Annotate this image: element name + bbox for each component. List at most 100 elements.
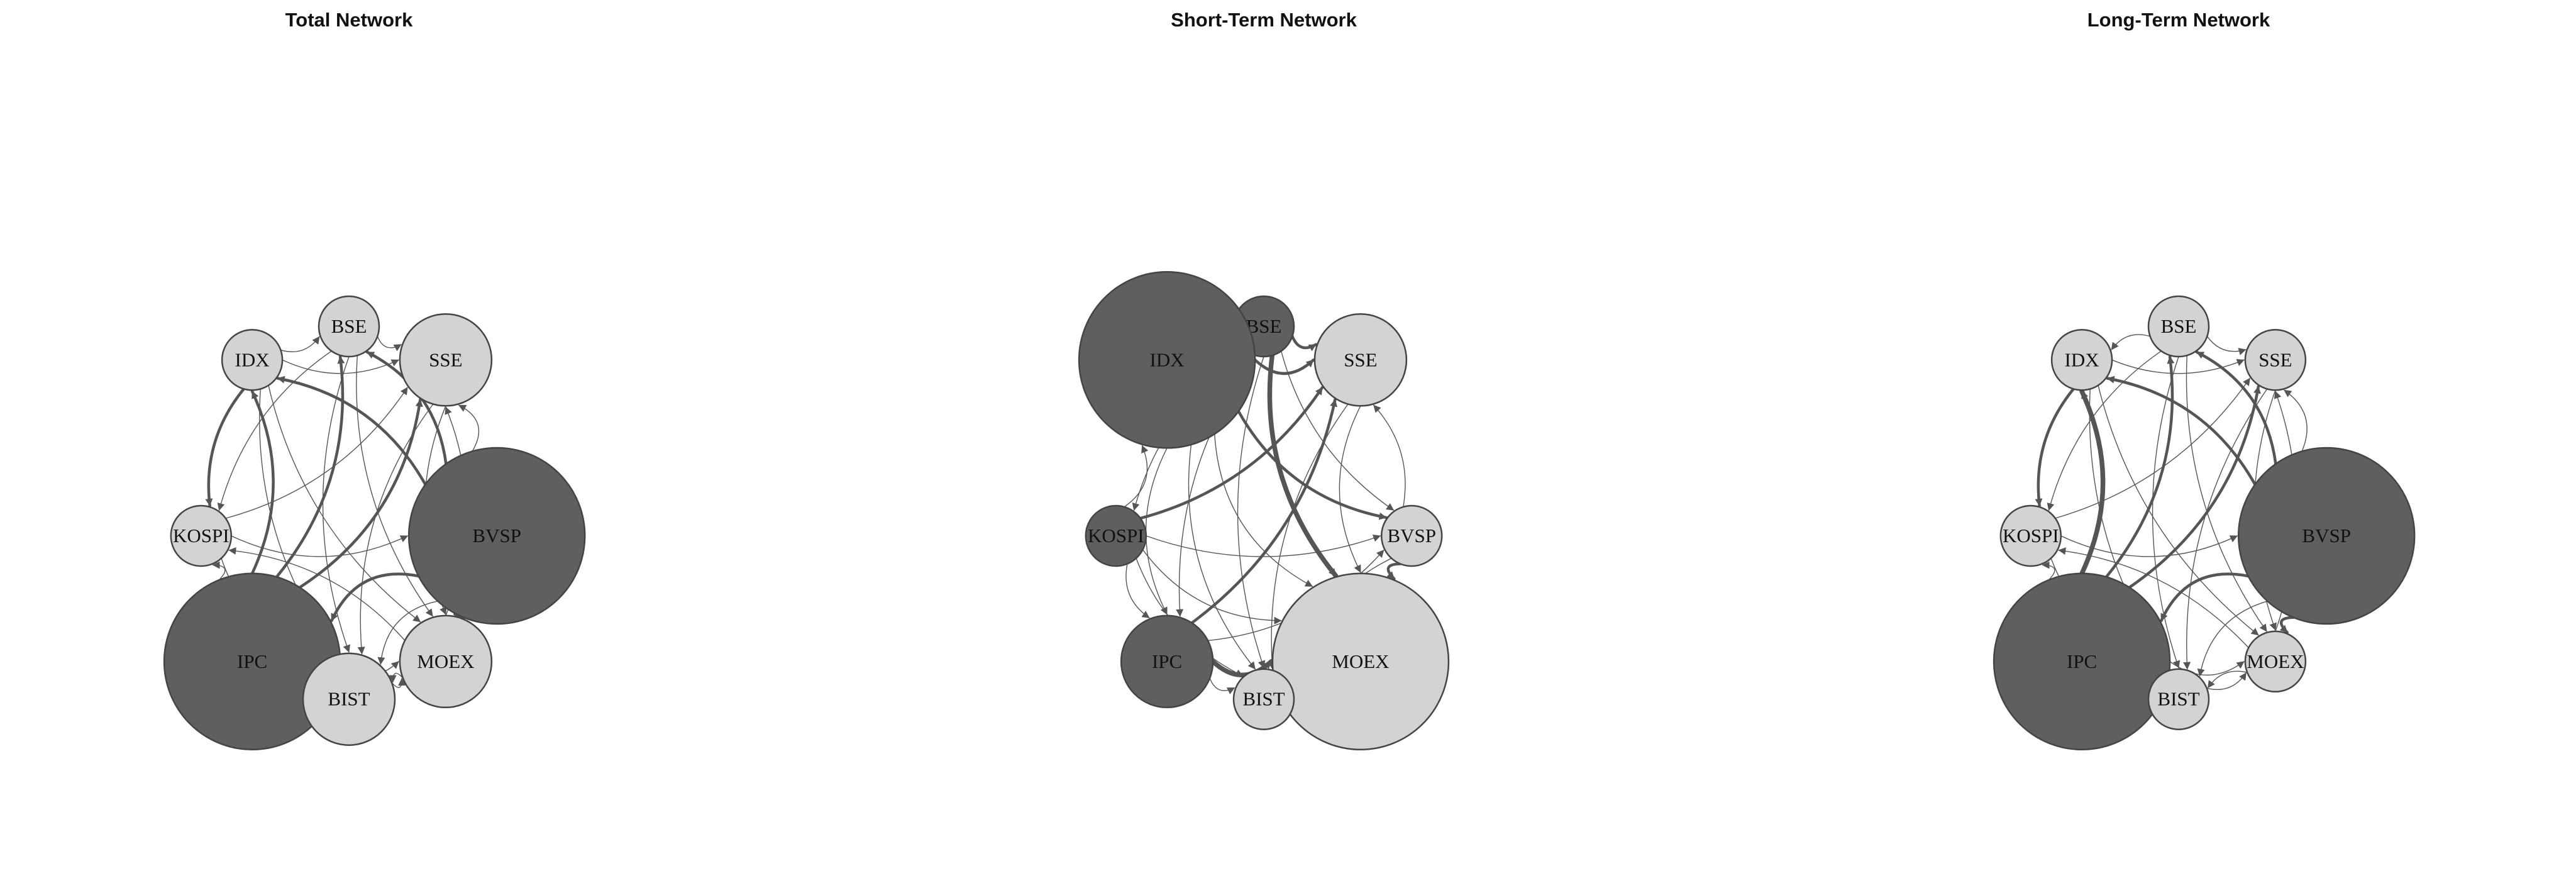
edge-idx-to-kospi bbox=[205, 387, 245, 508]
edge-idx-to-sse bbox=[2111, 359, 2245, 374]
node-label-bvsp: BVSP bbox=[1387, 525, 1436, 547]
panel-total-network: Total Network BSE IDX SSE KOSPI BVSP IPC MOEX B… bbox=[163, 9, 586, 751]
edge-bse-to-bist bbox=[1237, 356, 1266, 669]
panel-title-total: Total Network bbox=[285, 9, 413, 31]
node-circle-bvsp bbox=[407, 447, 586, 625]
edge-moex-to-bist bbox=[389, 672, 404, 683]
edge-bvsp-to-moex bbox=[1386, 562, 1402, 581]
panel-title-short-term: Short-Term Network bbox=[1171, 9, 1357, 31]
node-idx: IDX bbox=[221, 329, 284, 391]
nodes-long-term: BSE IDX SSE KOSPI BVSP IPC MOEX BIST bbox=[1993, 295, 2416, 751]
node-bvsp: BVSP bbox=[1380, 504, 1443, 567]
edge-bvsp-to-bse bbox=[2195, 350, 2277, 465]
edge-bse-to-bvsp bbox=[1281, 350, 1395, 511]
node-label-sse: SSE bbox=[429, 348, 462, 370]
node-label-bse: BSE bbox=[1246, 315, 1282, 337]
edge-idx-to-moex bbox=[2098, 385, 2259, 636]
node-label-moex: MOEX bbox=[2247, 650, 2304, 672]
panel-title-long-term: Long-Term Network bbox=[2087, 9, 2270, 31]
node-label-idx: IDX bbox=[2065, 348, 2099, 370]
edge-ipc-to-sse bbox=[298, 398, 423, 589]
node-label-kospi: KOSPI bbox=[2003, 525, 2059, 547]
node-circle-kospi bbox=[1999, 504, 2062, 567]
edge-bse-to-bist bbox=[322, 356, 350, 653]
node-bvsp: BVSP bbox=[2237, 447, 2416, 625]
node-label-bvsp: BVSP bbox=[2302, 525, 2351, 547]
node-ipc: IPC bbox=[163, 572, 341, 751]
edge-sse-to-moex bbox=[1339, 405, 1361, 573]
node-kospi: KOSPI bbox=[1999, 504, 2062, 567]
node-circle-idx bbox=[1078, 271, 1256, 449]
node-circle-sse bbox=[2244, 329, 2307, 391]
edge-bvsp-to-moex bbox=[2279, 616, 2295, 634]
node-kospi: KOSPI bbox=[170, 504, 233, 567]
node-ipc: IPC bbox=[1120, 614, 1214, 709]
edge-idx-to-sse bbox=[282, 359, 399, 374]
edge-bvsp-to-sse bbox=[1373, 404, 1406, 508]
node-circle-bist bbox=[2147, 668, 2210, 730]
edge-ipc-to-sse bbox=[1190, 398, 1337, 625]
node-label-sse: SSE bbox=[2258, 348, 2292, 370]
node-label-bist: BIST bbox=[328, 688, 370, 710]
node-idx: IDX bbox=[1078, 271, 1256, 449]
node-label-ipc: IPC bbox=[2067, 650, 2097, 672]
edge-bse-to-moex bbox=[356, 355, 433, 617]
edge-kospi-to-moex bbox=[1142, 549, 1282, 625]
node-label-bse: BSE bbox=[331, 315, 367, 337]
node-circle-bist bbox=[1232, 668, 1295, 730]
node-circle-idx bbox=[2050, 329, 2113, 391]
node-label-ipc: IPC bbox=[1152, 650, 1182, 672]
node-label-idx: IDX bbox=[235, 348, 270, 370]
edge-bse-to-bist bbox=[2152, 356, 2181, 669]
node-circle-ipc bbox=[1120, 614, 1214, 709]
node-bist: BIST bbox=[302, 652, 396, 746]
edge-moex-to-kospi bbox=[228, 547, 406, 642]
node-idx: IDX bbox=[2050, 329, 2113, 391]
node-moex: MOEX bbox=[2244, 630, 2307, 693]
node-circle-sse bbox=[1313, 313, 1408, 407]
edge-ipc-to-kospi bbox=[2042, 561, 2055, 581]
edge-ipc-to-idx bbox=[2079, 389, 2106, 576]
edge-idx-to-bist bbox=[1188, 444, 1256, 670]
node-circle-bse bbox=[2147, 295, 2210, 358]
node-sse: SSE bbox=[2244, 329, 2307, 391]
node-label-bist: BIST bbox=[1242, 688, 1285, 710]
edge-sse-to-bist bbox=[2183, 388, 2268, 670]
node-label-bist: BIST bbox=[2157, 688, 2199, 710]
node-circle-moex bbox=[399, 614, 493, 709]
edge-bvsp-to-bist bbox=[377, 601, 438, 665]
edge-idx-to-kospi bbox=[2035, 387, 2075, 508]
edge-ipc-to-bse bbox=[2104, 355, 2175, 579]
edge-kospi-to-idx bbox=[1124, 445, 1149, 508]
edge-idx-to-bvsp bbox=[1237, 409, 1388, 520]
edges-short-term bbox=[1124, 330, 1406, 694]
node-sse: SSE bbox=[1313, 313, 1408, 407]
node-kospi: KOSPI bbox=[1085, 504, 1147, 567]
edge-bvsp-to-sse bbox=[2284, 389, 2308, 452]
edge-idx-to-ipc bbox=[1145, 447, 1168, 615]
edge-kospi-to-sse bbox=[1139, 386, 1324, 520]
edge-bist-to-moex bbox=[2206, 672, 2247, 691]
node-label-bvsp: BVSP bbox=[472, 525, 521, 547]
node-label-moex: MOEX bbox=[417, 650, 474, 672]
node-circle-moex bbox=[2244, 630, 2307, 693]
node-ipc: IPC bbox=[1993, 572, 2171, 751]
node-circle-kospi bbox=[170, 504, 233, 567]
edge-bvsp-to-idx bbox=[2106, 375, 2257, 486]
edge-bist-to-moex bbox=[391, 678, 406, 688]
edge-bse-to-kospi bbox=[2047, 350, 2162, 511]
edge-kospi-to-ipc bbox=[1125, 563, 1150, 618]
edge-idx-to-moex bbox=[1214, 433, 1313, 587]
edge-kospi-to-sse bbox=[2055, 377, 2250, 519]
edge-moex-to-bist bbox=[2207, 670, 2248, 689]
edge-bvsp-to-ipc bbox=[330, 572, 420, 623]
edge-ipc-to-kospi bbox=[212, 561, 226, 581]
edge-ipc-to-bse bbox=[275, 355, 345, 579]
edge-bse-to-moex bbox=[1267, 353, 1339, 579]
node-bse: BSE bbox=[2147, 295, 2210, 358]
node-label-kospi: KOSPI bbox=[1088, 525, 1144, 547]
edge-bvsp-to-idx bbox=[276, 375, 427, 486]
